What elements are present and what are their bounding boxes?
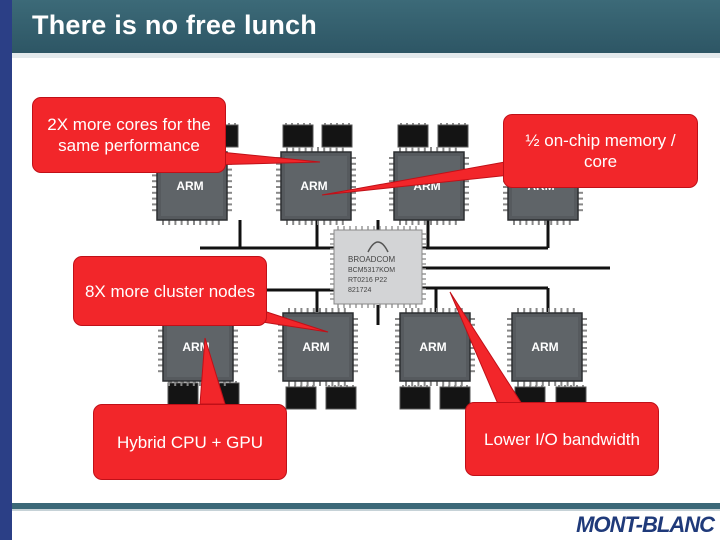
memory-chip: [397, 123, 429, 148]
arm-chip: ARM: [507, 308, 587, 386]
arm-chip: ARM: [276, 147, 356, 225]
arm-chip: ARM: [278, 308, 358, 386]
arm-chip-label: ARM: [176, 179, 203, 193]
callout-on-chip-memory: ½ on-chip memory / core: [503, 114, 698, 188]
slide-title: There is no free lunch: [32, 10, 317, 40]
memory-chip: [437, 123, 469, 148]
arm-chip-label: ARM: [300, 179, 327, 193]
arm-chip: ARM: [389, 147, 469, 225]
broadcom-chip-text: RT0216 P22: [348, 277, 387, 284]
left-accent-bar: [0, 0, 12, 540]
broadcom-logo-mark: [367, 241, 389, 253]
memory-chip: [325, 385, 357, 410]
arm-chip-label: ARM: [531, 340, 558, 354]
arm-chip-label: ARM: [302, 340, 329, 354]
broadcom-chip: BROADCOM BCM5317KOM RT0216 P22 821724: [330, 226, 426, 308]
footer-line-light: [12, 509, 720, 511]
arm-chip-label: ARM: [419, 340, 446, 354]
callout-cluster-nodes: 8X more cluster nodes: [73, 256, 267, 326]
callout-more-cores: 2X more cores for the same performance: [32, 97, 226, 173]
callout-io-bandwidth: Lower I/O bandwidth: [465, 402, 659, 476]
arm-chip-label: ARM: [182, 340, 209, 354]
title-bar: [12, 0, 720, 58]
memory-chip: [399, 385, 431, 410]
broadcom-chip-text: BROADCOM: [348, 255, 395, 264]
arm-chip: ARM: [395, 308, 475, 386]
footer-line: [12, 503, 720, 509]
memory-chip: [282, 123, 314, 148]
memory-chip: [285, 385, 317, 410]
broadcom-chip-text: BCM5317KOM: [348, 267, 395, 274]
broadcom-chip-text: 821724: [348, 287, 371, 294]
memory-chip: [321, 123, 353, 148]
title-underline: [12, 53, 720, 58]
mont-blanc-logo: MONT-BLANC: [576, 512, 715, 537]
callout-hybrid-cpu-gpu: Hybrid CPU + GPU: [93, 404, 287, 480]
